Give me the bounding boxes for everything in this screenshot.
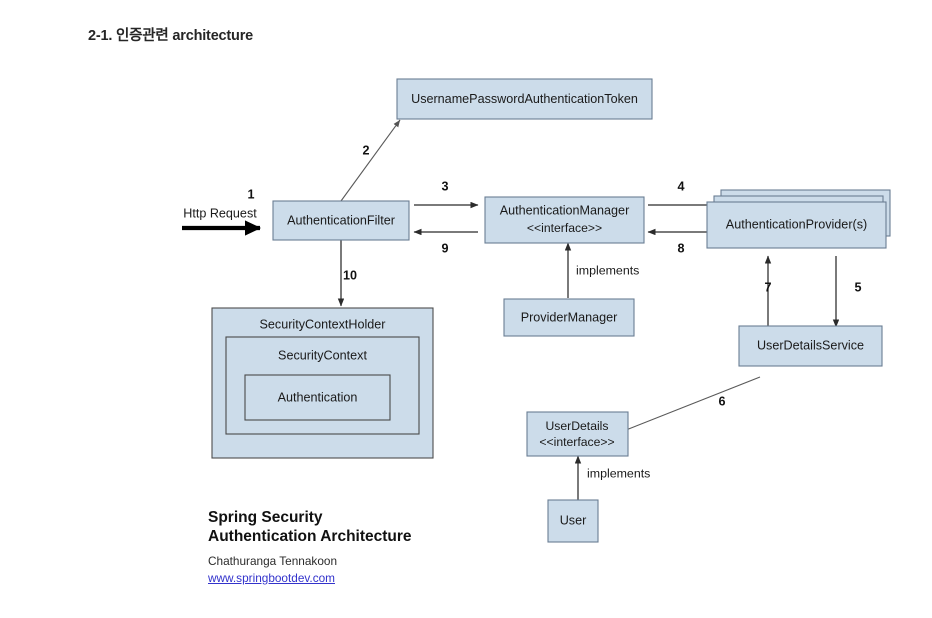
node-user-details-service[interactable]: UserDetailsService (738, 325, 883, 367)
http-request-label: Http Request (183, 206, 257, 220)
node-user[interactable]: User (547, 499, 599, 543)
node-label-user-details: UserDetails (546, 419, 609, 433)
node-security-context-holder[interactable]: SecurityContextHolder SecurityContext Au… (211, 307, 434, 459)
node-label-authentication-providers: AuthenticationProvider(s) (726, 217, 867, 231)
edge-label-5: 5 (854, 280, 861, 294)
node-label-provider-manager: ProviderManager (521, 310, 618, 324)
node-label-authentication: Authentication (278, 390, 358, 404)
edge-filter-to-token (340, 119, 401, 202)
node-label-authentication-manager: AuthenticationManager (500, 203, 630, 217)
edge-label-implements-manager: implements (576, 263, 639, 277)
node-authentication-providers[interactable]: AuthenticationProvider(s) (706, 189, 891, 249)
caption-title-line1: Spring Security (208, 509, 323, 526)
node-stereotype-user-details: <<interface>> (539, 435, 614, 449)
edge-label-4: 4 (677, 179, 684, 193)
node-label-token: UsernamePasswordAuthenticationToken (411, 92, 638, 106)
edge-label-6: 6 (718, 394, 725, 408)
diagram-caption: Spring Security Authentication Architect… (208, 508, 412, 587)
node-label-user-details-service: UserDetailsService (757, 338, 864, 352)
edge-label-implements-user: implements (587, 466, 650, 480)
caption-title-line2: Authentication Architecture (208, 528, 412, 545)
node-provider-manager[interactable]: ProviderManager (503, 298, 635, 337)
node-authentication-manager[interactable]: AuthenticationManager <<interface>> (484, 196, 645, 244)
edge-label-1: 1 (247, 187, 254, 201)
page-title: 2-1. 인증관련 architecture (88, 28, 254, 44)
node-authentication[interactable]: Authentication (244, 374, 391, 421)
edge-label-9: 9 (441, 241, 448, 255)
caption-link[interactable]: www.springbootdev.com (208, 571, 335, 585)
edge-label-10: 10 (343, 268, 357, 282)
node-authentication-filter[interactable]: AuthenticationFilter (272, 200, 410, 241)
node-label-security-context-holder: SecurityContextHolder (260, 317, 386, 331)
node-label-user: User (560, 513, 587, 527)
node-username-password-authentication-token[interactable]: UsernamePasswordAuthenticationToken (396, 78, 653, 120)
node-user-details[interactable]: UserDetails <<interface>> (526, 411, 629, 457)
edge-label-8: 8 (677, 241, 684, 255)
node-label-security-context: SecurityContext (278, 348, 367, 362)
edge-userdetailsservice-to-userdetails (625, 376, 761, 431)
caption-author: Chathuranga Tennakoon (208, 554, 337, 568)
node-label-authentication-filter: AuthenticationFilter (287, 213, 395, 227)
edge-label-2: 2 (362, 143, 369, 157)
node-stereotype-authentication-manager: <<interface>> (527, 221, 602, 235)
node-security-context[interactable]: SecurityContext Authentication (225, 336, 420, 435)
edge-label-7: 7 (764, 280, 771, 294)
edge-label-3: 3 (441, 179, 448, 193)
